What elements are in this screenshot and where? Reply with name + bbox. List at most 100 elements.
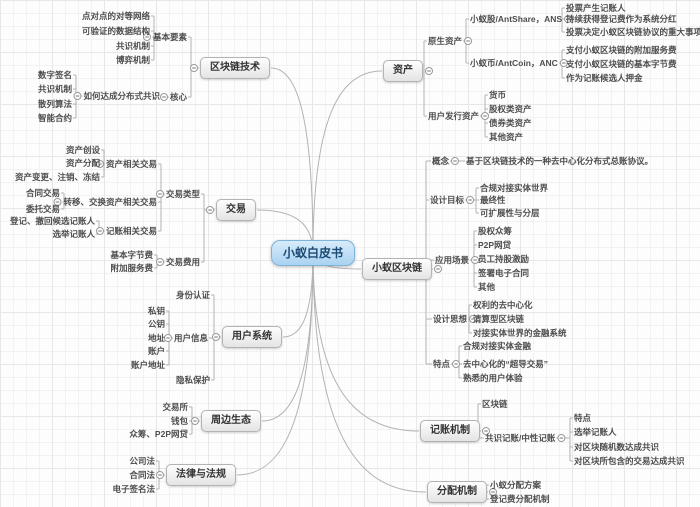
leaf-topic[interactable]: 共识机制 [115,41,150,51]
leaf-topic[interactable]: 小蚁分配方案 [490,480,542,490]
topic-laws-regulations[interactable]: 法律与法规 [166,464,236,486]
leaf-topic[interactable]: 公钥 [147,319,165,329]
leaf-topic[interactable]: 选举记账人 [574,427,617,437]
leaf-topic[interactable]: 其他资产 [489,132,524,142]
topic-ecosystem[interactable]: 周边生态 [201,410,261,432]
leaf-topic[interactable]: 其他 [478,282,496,292]
subtopic[interactable]: 资产相关交易 [105,159,157,169]
leaf-topic[interactable]: 可验证的数据结构 [81,26,150,36]
leaf-topic[interactable]: 可扩展性与分层 [480,208,540,218]
leaf-topic[interactable]: 最终性 [480,195,506,205]
leaf-topic[interactable]: 清算型区块链 [473,314,525,324]
collapse-button[interactable] [482,427,490,435]
leaf-topic[interactable]: 债券类资产 [489,118,532,128]
leaf-topic[interactable]: 投票决定小蚁区块链协议的重大事项 [566,27,700,37]
collapse-button[interactable] [190,64,198,72]
leaf-topic[interactable]: 数字签名 [37,70,72,80]
leaf-topic[interactable]: 交易所 [162,402,188,412]
collapse-button[interactable] [489,488,497,496]
leaf-topic[interactable]: 登记、撤回候选记账人 [9,216,95,226]
leaf-topic[interactable]: 账户地址 [130,360,165,370]
subtopic[interactable]: 小蚁股/AntShare，ANS [470,14,563,24]
leaf-topic[interactable]: 持续获得登记费作为系统分红 [566,14,677,24]
subtopic[interactable]: 用户发行资产 [428,111,480,121]
collapse-button[interactable] [73,92,82,100]
collapse-button[interactable] [464,37,473,45]
leaf-topic[interactable]: 去中心化的“超导交易” [463,359,549,369]
collapse-button[interactable] [159,93,168,101]
subtopic[interactable]: 核心 [169,92,187,102]
topic-bookkeeping[interactable]: 记账机制 [420,420,480,442]
collapse-button[interactable] [53,198,62,206]
subtopic[interactable]: 原生资产 [428,36,463,46]
leaf-topic[interactable]: 钱包 [170,416,188,426]
leaf-topic[interactable]: 电子签名法 [112,484,155,494]
leaf-topic[interactable]: P2P网贷 [478,240,512,250]
collapse-button[interactable] [469,315,478,323]
root-topic-whitepaper[interactable]: 小蚁白皮书 [271,240,356,266]
leaf-topic[interactable]: 委托交易 [25,204,60,214]
leaf-topic[interactable]: 合同法 [129,470,155,480]
topic-distribution[interactable]: 分配机制 [427,481,487,503]
leaf-topic[interactable]: 支付小蚁区块链的附加服务费 [566,45,677,55]
leaf-topic[interactable]: 私钥 [147,306,165,316]
collapse-button[interactable] [466,196,475,204]
subtopic[interactable]: 共识记账/中性记账 [485,433,556,443]
leaf-topic[interactable]: 共识机制 [37,84,72,94]
leaf-topic[interactable]: 合规对接实体世界 [480,183,549,193]
leaf-topic[interactable]: 账户 [147,346,165,356]
leaf-topic[interactable]: 对区块随机数达成共识 [574,442,660,452]
collapse-button[interactable] [95,227,104,235]
leaf-topic[interactable]: 区块链 [482,399,508,409]
subtopic[interactable]: 小蚁币/AntCoin，ANC [470,58,558,68]
collapse-button[interactable] [212,333,220,341]
collapse-button[interactable] [481,112,490,120]
collapse-button[interactable] [557,434,566,442]
subtopic[interactable]: 如何达成分布式共识 [83,91,160,101]
leaf-topic[interactable]: 股权类资产 [489,104,532,114]
leaf-topic[interactable]: 特点 [574,413,592,423]
leaf-topic[interactable]: 附加服务费 [110,263,153,273]
leaf-topic[interactable]: 点对点的对等网络 [81,11,150,21]
subtopic[interactable]: 特点 [433,359,451,369]
collapse-button[interactable] [155,258,164,266]
leaf-topic[interactable]: 合同交易 [25,188,60,198]
leaf-topic[interactable]: 股权众筹 [478,226,513,236]
leaf-topic[interactable]: 资产创设 [65,145,100,155]
collapse-button[interactable] [564,15,573,23]
topic-assets[interactable]: 资产 [383,60,423,82]
leaf-topic[interactable]: 支付小蚁区块链的基本字节费 [566,59,677,69]
leaf-topic[interactable]: 基本字节费 [110,250,153,260]
leaf-topic[interactable]: 基于区块链技术的一种去中心化分布式总账协议。 [466,156,654,166]
leaf-topic[interactable]: 投票产生记账人 [566,3,626,13]
leaf-topic[interactable]: 智能合约 [37,113,72,123]
collapse-button[interactable] [559,59,568,67]
subtopic[interactable]: 转移、交换资产相关交易 [63,197,157,207]
subtopic[interactable]: 设计目标 [430,195,465,205]
leaf-topic[interactable]: 登记费分配机制 [490,494,550,504]
leaf-topic[interactable]: 地址 [147,333,165,343]
topic-antshares-blockchain[interactable]: 小蚁区块链 [362,258,432,280]
subtopic[interactable]: 基本要素 [152,32,187,42]
collapse-button[interactable] [452,360,461,368]
leaf-topic[interactable]: 博弈机制 [115,55,150,65]
collapse-button[interactable] [95,160,104,168]
leaf-topic[interactable]: 熟悉的用户体验 [463,373,523,383]
collapse-button[interactable] [451,157,460,165]
leaf-topic[interactable]: 资产变更、注销、冻结 [14,172,100,182]
topic-blockchain-tech[interactable]: 区块链技术 [200,57,270,79]
subtopic[interactable]: 交易费用 [165,257,200,267]
leaf-topic[interactable]: 对接实体世界的金融系统 [473,328,567,338]
leaf-topic[interactable]: 隐私保护 [175,375,210,385]
leaf-topic[interactable]: 众筹、P2P网贷 [129,429,188,439]
collapse-button[interactable] [206,206,214,214]
topic-user-system[interactable]: 用户系统 [222,326,282,348]
leaf-topic[interactable]: 选举记账人 [52,229,95,239]
collapse-button[interactable] [155,190,164,198]
leaf-topic[interactable]: 对区块所包含的交易达成共识 [574,456,685,466]
subtopic[interactable]: 用户信息 [173,333,208,343]
subtopic[interactable]: 记账相关交易 [105,226,157,236]
leaf-topic[interactable]: 货币 [489,90,507,100]
collapse-button[interactable] [191,417,199,425]
collapse-button[interactable] [425,67,433,75]
